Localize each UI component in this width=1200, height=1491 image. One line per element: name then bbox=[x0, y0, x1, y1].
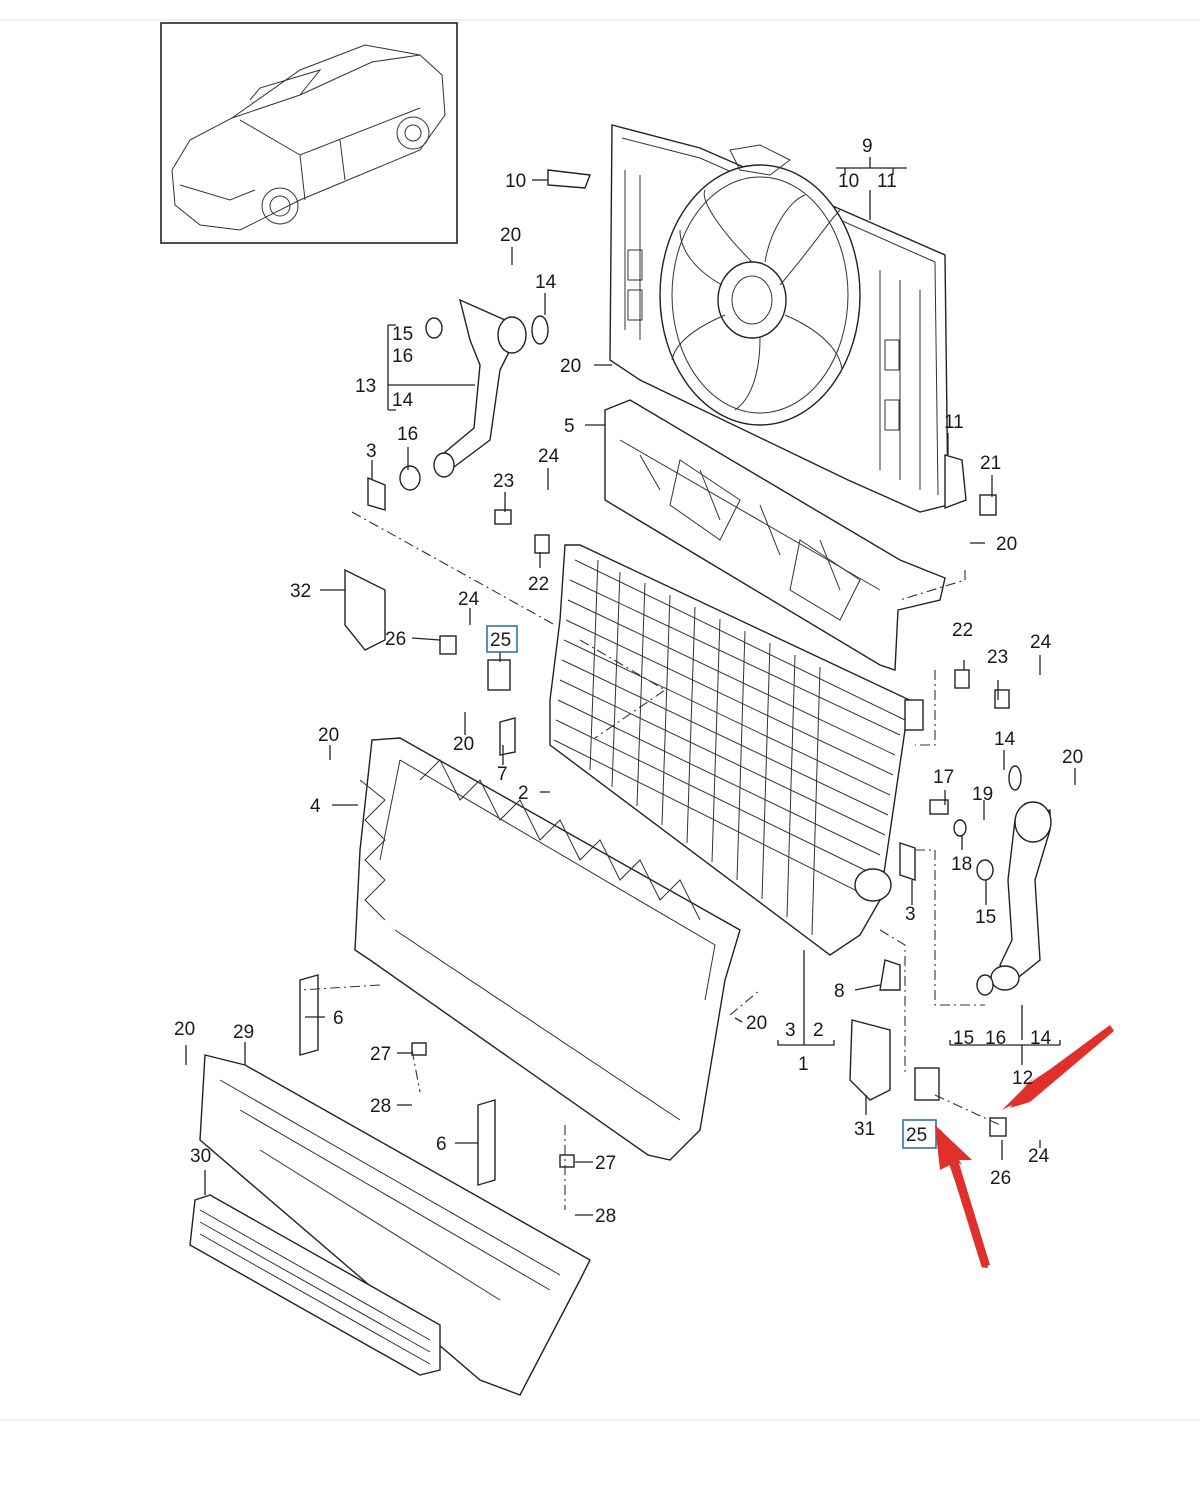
part-label: 3 bbox=[785, 1020, 796, 1041]
part-label: 3 bbox=[905, 904, 916, 925]
part-label: 23 bbox=[493, 471, 514, 492]
part-label: 2 bbox=[518, 783, 529, 804]
part-label: 15 bbox=[975, 907, 996, 928]
part-label: 10 bbox=[505, 171, 526, 192]
part-label: 30 bbox=[190, 1146, 211, 1167]
part-label: 20 bbox=[560, 356, 581, 377]
auxiliary-cooler-part bbox=[189, 1194, 441, 1376]
part-label: 14 bbox=[1030, 1028, 1052, 1049]
part-label: 17 bbox=[933, 767, 954, 788]
part-label: 10 bbox=[838, 171, 859, 192]
part-label: 25 bbox=[906, 1125, 927, 1146]
part-label: 20 bbox=[746, 1013, 767, 1034]
part-label: 24 bbox=[1028, 1146, 1050, 1167]
part-label: 8 bbox=[834, 981, 845, 1002]
red-arrow-icon bbox=[1002, 1025, 1114, 1110]
part-label: 22 bbox=[952, 620, 973, 641]
part-label: 25 bbox=[490, 630, 511, 651]
part-label: 11 bbox=[944, 412, 964, 433]
part-label: 4 bbox=[310, 796, 321, 817]
radiator-part bbox=[549, 544, 924, 956]
part-label: 32 bbox=[290, 581, 311, 602]
lower-hose-part bbox=[990, 801, 1052, 991]
part-label: 31 bbox=[854, 1119, 875, 1140]
part-label: 24 bbox=[538, 446, 560, 467]
part-label: 18 bbox=[951, 854, 972, 875]
part-label: 2 bbox=[813, 1020, 824, 1041]
part-label: 1 bbox=[798, 1054, 809, 1075]
part-label: 23 bbox=[987, 647, 1008, 668]
part-label: 13 bbox=[355, 376, 376, 397]
frame-part bbox=[354, 737, 741, 1161]
part-label: 14 bbox=[535, 272, 557, 293]
highlight-box-25-left bbox=[486, 625, 518, 653]
part-label: 14 bbox=[994, 729, 1016, 750]
part-label: 16 bbox=[985, 1028, 1006, 1049]
part-label: 29 bbox=[233, 1022, 254, 1043]
part-label: 12 bbox=[1012, 1068, 1033, 1089]
upper-hose-part bbox=[433, 298, 527, 478]
red-arrow-icon bbox=[935, 1125, 990, 1268]
part-label: 15 bbox=[392, 324, 413, 345]
part-label: 14 bbox=[392, 390, 414, 411]
part-labels: 10 9 10 11 20 14 15 16 13 14 20 5 3 16 1… bbox=[174, 136, 1083, 1227]
part-label: 22 bbox=[528, 574, 549, 595]
part-label: 11 bbox=[877, 171, 897, 192]
part-label: 5 bbox=[564, 416, 575, 437]
part-label: 7 bbox=[497, 764, 508, 785]
part-label: 21 bbox=[980, 453, 1001, 474]
part-label: 20 bbox=[174, 1019, 195, 1040]
part-label: 26 bbox=[990, 1168, 1011, 1189]
part-label: 19 bbox=[972, 784, 993, 805]
part-label: 20 bbox=[318, 725, 339, 746]
part-label: 20 bbox=[500, 225, 521, 246]
fan-shroud-part bbox=[609, 124, 949, 513]
part-label: 3 bbox=[366, 441, 377, 462]
part-label: 24 bbox=[458, 589, 480, 610]
part-label: 24 bbox=[1030, 632, 1052, 653]
upper-bracket-part bbox=[604, 399, 946, 671]
part-label: 20 bbox=[996, 534, 1017, 555]
part-label: 9 bbox=[862, 136, 873, 157]
car-thumbnail-icon bbox=[160, 22, 458, 244]
part-label: 28 bbox=[595, 1206, 616, 1227]
part-label: 15 bbox=[953, 1028, 974, 1049]
lower-frame-part bbox=[199, 1054, 591, 1396]
part-label: 16 bbox=[392, 346, 413, 367]
part-label: 27 bbox=[370, 1044, 391, 1065]
part-label: 28 bbox=[370, 1096, 391, 1117]
dashed-guides bbox=[299, 511, 1001, 1210]
part-label: 6 bbox=[333, 1008, 344, 1029]
part-label: 16 bbox=[397, 424, 418, 445]
part-label: 20 bbox=[1062, 747, 1083, 768]
part-label: 20 bbox=[453, 734, 474, 755]
leader-lines bbox=[185, 157, 1076, 1216]
part-label: 27 bbox=[595, 1153, 616, 1174]
part-label: 26 bbox=[385, 629, 406, 650]
part-label: 6 bbox=[436, 1134, 447, 1155]
small-parts bbox=[299, 169, 1022, 1186]
